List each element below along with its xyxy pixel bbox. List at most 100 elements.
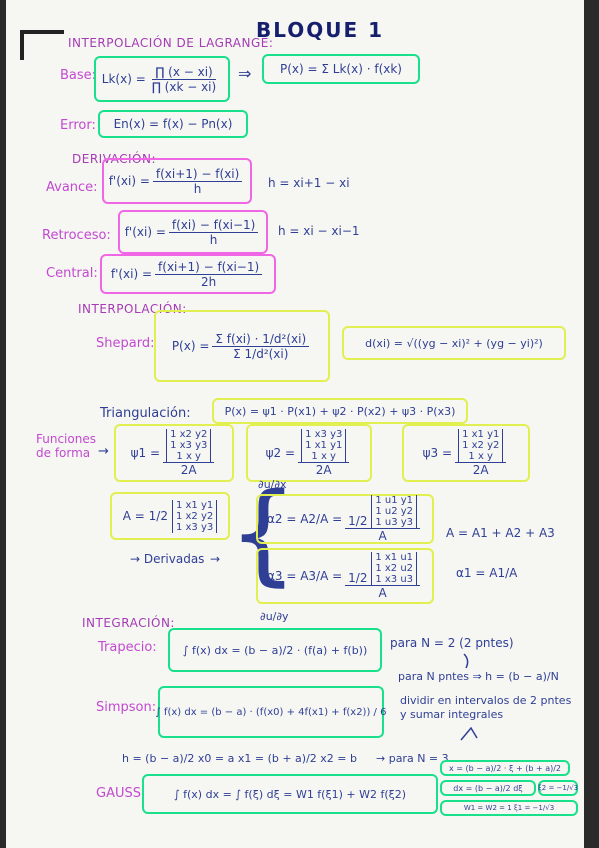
triangulacion-formula-box: P(x) = ψ1 · P(x1) + ψ2 · P(x2) + ψ3 · P(… (212, 398, 468, 424)
up-arrow-icon (460, 726, 478, 741)
gauss-x: x = (b − a)/2 · ξ + (b + a)/2 (449, 763, 561, 773)
base-formula-box: Lk(x) = ∏ (x − xi) ∏ (xk − xi) (94, 56, 230, 102)
psi3-den: 2A (472, 463, 489, 477)
retroceso-den: h (209, 232, 218, 247)
avance-den: h (193, 181, 202, 196)
avance-h: h = xi+1 − xi (268, 176, 350, 190)
gauss-dx-box: dx = (b − a)/2 dξ (440, 780, 536, 796)
trapecio-label: Trapecio: (98, 640, 157, 655)
alpha2-den: A (378, 529, 387, 543)
central-formula-box: f'(xi) = f(xi+1) − f(xi−1) 2h (100, 254, 276, 294)
notebook-page: BLOQUE 1 INTERPOLACIÓN DE LAGRANGE: Base… (6, 0, 584, 848)
derivadas-arrow-icon: → (210, 552, 221, 566)
retroceso-lhs: f'(xi) = (124, 225, 166, 239)
matrix-row: 1 x y (176, 451, 201, 462)
matrix-row: 1 u1 y1 (375, 495, 414, 506)
divide-note: dividir en intervalos de 2 pntes y sumar… (400, 694, 572, 721)
left-brace-icon: { (228, 469, 298, 597)
arrow-right-icon: → (98, 444, 109, 459)
base-lhs: Lk(x) = (101, 72, 146, 86)
lagrange-heading: INTERPOLACIÓN DE LAGRANGE: (68, 36, 274, 50)
gauss-xi: ξ2 = −1/√3 (537, 784, 579, 792)
simpson-formula: ∫ f(x) dx = (b − a) · (f(x0) + 4f(x1) + … (155, 706, 387, 718)
area-lhs: A = 1/2 (122, 509, 168, 523)
base-fraction: ∏ (x − xi) ∏ (xk − xi) (149, 65, 219, 94)
psi1-den: 2A (180, 463, 197, 477)
matrix-row: 1 x2 y2 (170, 429, 208, 440)
matrix-row: 1 x2 y2 (462, 440, 500, 451)
matrix-row: 1 x1 y1 (305, 440, 343, 451)
matrix-row: 1 u3 y3 (375, 517, 414, 528)
down-arrow-icon (463, 653, 469, 669)
simpson-label: Simpson: (96, 700, 157, 715)
gauss-w-box: W1 = W2 = 1 ξ1 = −1/√3 (440, 800, 578, 816)
h-note: para N pntes ⇒ h = (b − a)/N (398, 670, 559, 683)
alpha3-label: α3 = A3/A = (266, 569, 343, 583)
base-num: ∏ (x − xi) (152, 65, 216, 80)
error-label: Error: (60, 118, 96, 133)
gauss-label: GAUSS: (96, 786, 146, 801)
gauss-formula-box: ∫ f(x) dx = ∫ f(ξ) dξ = W1 f(ξ1) + W2 f(… (142, 774, 438, 814)
matrix-row: 1 x1 y1 (462, 429, 500, 440)
gauss-x-box: x = (b − a)/2 · ξ + (b + a)/2 (440, 760, 570, 776)
shepard-lhs: P(x) = (171, 339, 210, 353)
trapecio-formula-box: ∫ f(x) dx = (b − a)/2 · (f(a) + f(b)) (168, 628, 382, 672)
derivadas-label: → Derivadas (130, 552, 205, 566)
matrix-row: 1 x2 u2 (375, 563, 414, 574)
shepard-fraction: Σ f(xi) · 1/d²(xi) Σ 1/d²(xi) (212, 332, 310, 361)
corner-mark (20, 30, 64, 60)
implies-arrow-icon: ⇒ (238, 64, 252, 83)
central-num: f(xi+1) − f(xi−1) (155, 260, 263, 275)
shepard-num: Σ f(xi) · 1/d²(xi) (212, 332, 310, 347)
page-title: BLOQUE 1 (256, 18, 385, 42)
matrix-row: 1 x1 u1 (375, 552, 414, 563)
retroceso-formula-box: f'(xi) = f(xi) − f(xi−1) h (118, 210, 268, 254)
gauss-xi-box: ξ2 = −1/√3 (538, 780, 578, 796)
gauss-w: W1 = W2 = 1 ξ1 = −1/√3 (463, 804, 555, 812)
distance-formula-box: d(xi) = √((yg − xi)² + (yg − yi)²) (342, 326, 566, 360)
matrix-row: 1 x3 y3 (170, 440, 208, 451)
matrix-row: 1 x3 u3 (375, 574, 414, 585)
trapecio-formula: ∫ f(x) dx = (b − a)/2 · (f(a) + f(b)) (182, 643, 368, 657)
matrix-row: 1 x2 y2 (175, 510, 214, 522)
error-formula-box: En(x) = f(x) − Pn(x) (98, 110, 248, 138)
integracion-heading: INTEGRACIÓN: (82, 616, 175, 630)
simpson-vars: h = (b − a)/2 x0 = a x1 = (b + a)/2 x2 =… (122, 752, 357, 765)
central-label: Central: (46, 266, 98, 281)
poly-formula-box: P(x) = Σ Lk(x) · f(xk) (262, 54, 420, 84)
alpha1: α1 = A1/A (456, 566, 518, 580)
matrix-row: 1 x y (311, 451, 336, 462)
psi1-label: ψ1 = (130, 446, 161, 460)
matrix-row: 1 x1 y1 (175, 499, 214, 511)
simpson-note: → para N = 3 (376, 752, 449, 765)
psi2-label: ψ2 = (265, 446, 296, 460)
annotation-arrows (460, 653, 478, 741)
triangulacion-label: Triangulación: (100, 406, 191, 421)
matrix-row: 1 x3 y3 (305, 429, 343, 440)
central-fraction: f(xi+1) − f(xi−1) 2h (155, 260, 263, 289)
trapecio-note: para N = 2 (2 pntes) (390, 636, 514, 650)
alpha3-den: A (378, 586, 387, 600)
matrix-row: 1 x y (468, 451, 493, 462)
avance-num: f(xi+1) − f(xi) (152, 167, 243, 182)
du-dy: ∂u/∂y (260, 610, 289, 623)
du-dx: ∂u/∂x (258, 478, 287, 491)
base-label: Base: (60, 68, 97, 83)
alpha3-half: 1/2 (348, 571, 368, 585)
avance-label: Avance: (46, 180, 98, 195)
